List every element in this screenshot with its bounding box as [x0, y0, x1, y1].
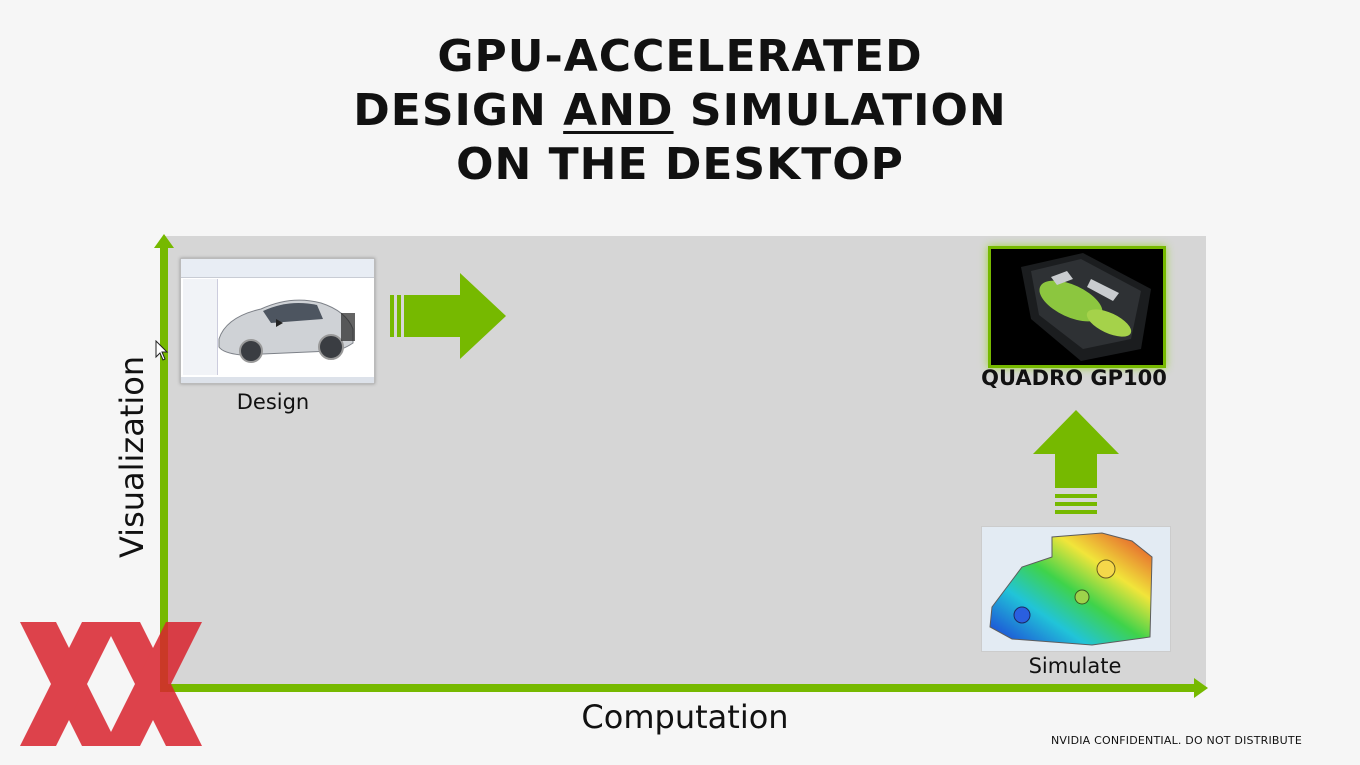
- title-line-1: GPU-ACCELERATED: [437, 31, 923, 82]
- title-emphasis: AND: [563, 85, 674, 136]
- y-axis-label: Visualization: [113, 355, 151, 558]
- title-line-2: DESIGN AND SIMULATION: [0, 84, 1360, 138]
- cad-statusbar: [181, 377, 374, 383]
- arrow-up-icon: [1033, 410, 1119, 514]
- mouse-pointer-icon: [155, 340, 169, 361]
- arrow-right-icon: [390, 273, 506, 359]
- title-line-3: ON THE DESKTOP: [456, 139, 904, 190]
- y-axis-arrowhead: [154, 234, 174, 248]
- simulate-label: Simulate: [1028, 654, 1122, 678]
- y-axis-line: [160, 246, 168, 692]
- title-line-2-post: SIMULATION: [673, 85, 1007, 136]
- quadro-gpu-image: [988, 246, 1166, 368]
- fea-part-illustration: [982, 527, 1170, 651]
- gpu-card-illustration: [1021, 253, 1151, 361]
- car-model-image: [218, 299, 355, 363]
- slide-title: GPU-ACCELERATED DESIGN AND SIMULATION ON…: [0, 30, 1360, 192]
- xx-logo: [20, 622, 202, 746]
- x-axis-label: Computation: [581, 698, 789, 736]
- x-axis-arrowhead: [1194, 678, 1208, 698]
- title-line-2-pre: DESIGN: [353, 85, 564, 136]
- simulation-image: [981, 526, 1171, 652]
- confidential-notice: NVIDIA CONFIDENTIAL. DO NOT DISTRIBUTE: [1050, 734, 1302, 747]
- design-screenshot: [180, 258, 375, 384]
- x-axis-line: [160, 684, 1196, 692]
- quadro-gp100-label: QUADRO GP100: [981, 366, 1167, 390]
- design-label: Design: [236, 390, 310, 414]
- cad-toolbar: [181, 259, 374, 278]
- cad-feature-tree: [183, 279, 218, 375]
